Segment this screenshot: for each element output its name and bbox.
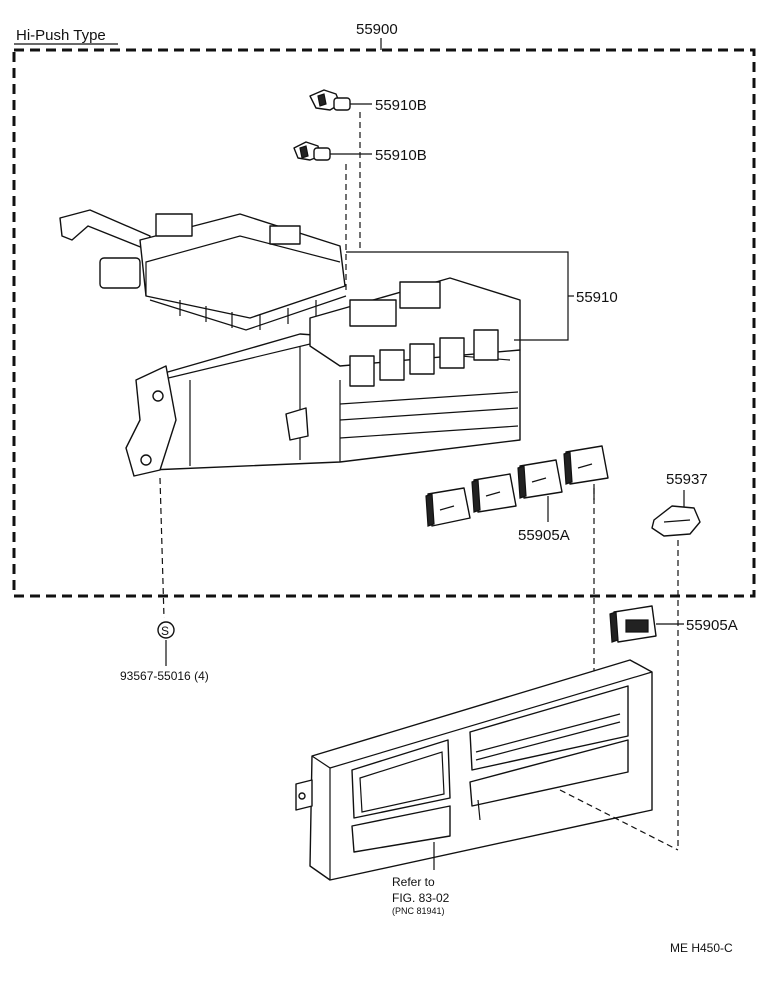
control-assembly xyxy=(59,209,521,477)
bulb-upper-label: 55910B xyxy=(375,97,427,114)
screw-symbol xyxy=(157,621,175,639)
assembly-number-label: 55900 xyxy=(356,21,398,38)
knob-1 xyxy=(425,487,471,527)
diagram-code: ME H450-C xyxy=(670,941,733,955)
bezel-switch-dash xyxy=(559,789,679,851)
bulb-lower xyxy=(293,141,331,161)
knob-set xyxy=(425,445,609,527)
knob-2 xyxy=(471,473,517,513)
knob-single xyxy=(609,605,657,643)
assembly-frame xyxy=(12,48,756,598)
diagram-title: Hi-Push Type xyxy=(16,27,106,44)
control-assembly-label: 55910 xyxy=(576,289,618,306)
switch-55937-label: 55937 xyxy=(666,471,708,488)
front-bezel xyxy=(295,659,653,881)
bulb-lower-label: 55910B xyxy=(375,147,427,164)
screw-label: 93567-55016 (4) xyxy=(120,669,209,683)
reference-line2: FIG. 83-02 xyxy=(392,891,450,905)
screw-dash xyxy=(159,477,165,619)
reference-line3: (PNC 81941) xyxy=(392,906,445,916)
switch-55937 xyxy=(651,505,701,537)
knob-3 xyxy=(517,459,563,499)
knob-single-label: 55905A xyxy=(686,617,738,634)
reference-line1: Refer to xyxy=(392,875,435,889)
bulb-upper xyxy=(309,89,351,111)
knob-set-label: 55905A xyxy=(518,527,570,544)
screw-symbol-letter: S xyxy=(161,624,169,638)
knob-4 xyxy=(563,445,609,485)
